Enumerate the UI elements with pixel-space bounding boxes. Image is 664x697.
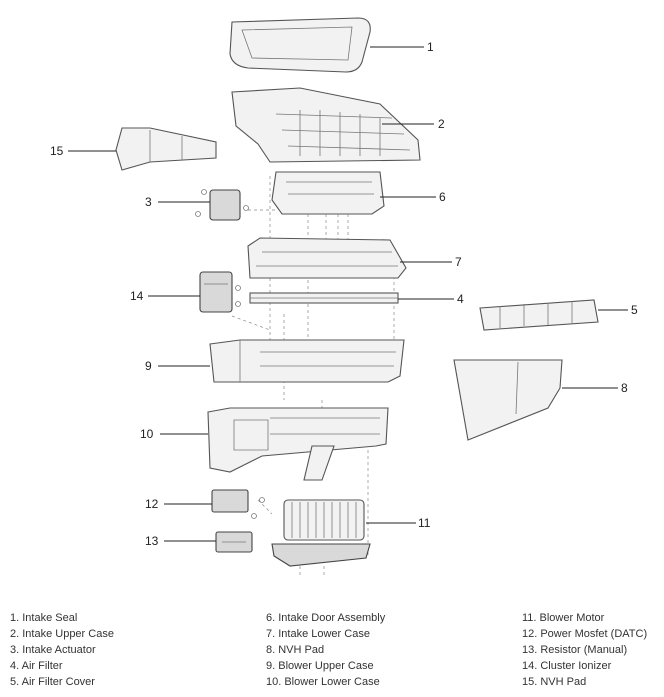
- legend-item: 9. Blower Upper Case: [266, 660, 374, 672]
- legend-item: 12. Power Mosfet (DATC): [522, 628, 648, 640]
- legend-item: 13. Resistor (Manual): [522, 644, 628, 656]
- blower-upper-case: [209, 339, 405, 383]
- legend-item: 11. Blower Motor: [522, 612, 605, 624]
- callout-6: 6: [439, 190, 446, 204]
- blower-lower-case: [207, 407, 389, 481]
- legend-item: 14. Cluster Ionizer: [522, 660, 612, 672]
- legend-column-2: 6. Intake Door Assembly 7. Intake Lower …: [266, 610, 385, 690]
- nvh-pad-small: [115, 127, 217, 171]
- intake-upper-case: [231, 87, 421, 163]
- intake-actuator: [195, 189, 249, 221]
- legend-item: 15. NVH Pad: [522, 676, 587, 688]
- callout-15: 15: [50, 144, 64, 158]
- air-filter-cover: [479, 299, 599, 331]
- callout-11: 11: [418, 516, 431, 530]
- intake-lower-case: [247, 237, 407, 279]
- legend-item: 10. Blower Lower Case: [266, 676, 380, 688]
- legend-item: 1. Intake Seal: [10, 612, 78, 624]
- callout-4: 4: [457, 292, 464, 306]
- nvh-pad-large: [453, 359, 563, 441]
- callout-9: 9: [145, 359, 152, 373]
- parts-legend: 1. Intake Seal 2. Intake Upper Case 3. I…: [0, 610, 664, 697]
- legend-item: 6. Intake Door Assembly: [266, 612, 386, 624]
- blower-motor: [271, 499, 371, 578]
- legend-column-3: 11. Blower Motor 12. Power Mosfet (DATC)…: [522, 610, 647, 690]
- legend-item: 8. NVH Pad: [266, 644, 325, 656]
- callout-14: 14: [130, 289, 144, 303]
- resistor: [215, 531, 253, 553]
- callout-10: 10: [140, 427, 154, 441]
- legend-item: 7. Intake Lower Case: [266, 628, 370, 640]
- power-mosfet: [211, 489, 265, 519]
- intake-door-assembly: [271, 171, 385, 215]
- intake-seal: [229, 17, 371, 73]
- callout-3: 3: [145, 195, 152, 209]
- callout-12: 12: [145, 497, 159, 511]
- legend-item: 4. Air Filter: [10, 660, 63, 672]
- air-filter: [249, 292, 399, 304]
- callout-8: 8: [621, 381, 628, 395]
- legend-item: 3. Intake Actuator: [10, 644, 96, 656]
- legend-column-1: 1. Intake Seal 2. Intake Upper Case 3. I…: [10, 610, 114, 690]
- legend-item: 2. Intake Upper Case: [10, 628, 114, 640]
- callout-7: 7: [455, 255, 462, 269]
- callout-5: 5: [631, 303, 638, 317]
- legend-item: 5. Air Filter Cover: [10, 676, 95, 688]
- callout-2: 2: [438, 117, 445, 131]
- callout-1: 1: [427, 40, 434, 54]
- callout-13: 13: [145, 534, 159, 548]
- exploded-diagram: 1 2 15 6 3 7 4 14 5 9 8 10 12 11 13: [50, 17, 638, 578]
- cluster-ionizer: [199, 271, 241, 313]
